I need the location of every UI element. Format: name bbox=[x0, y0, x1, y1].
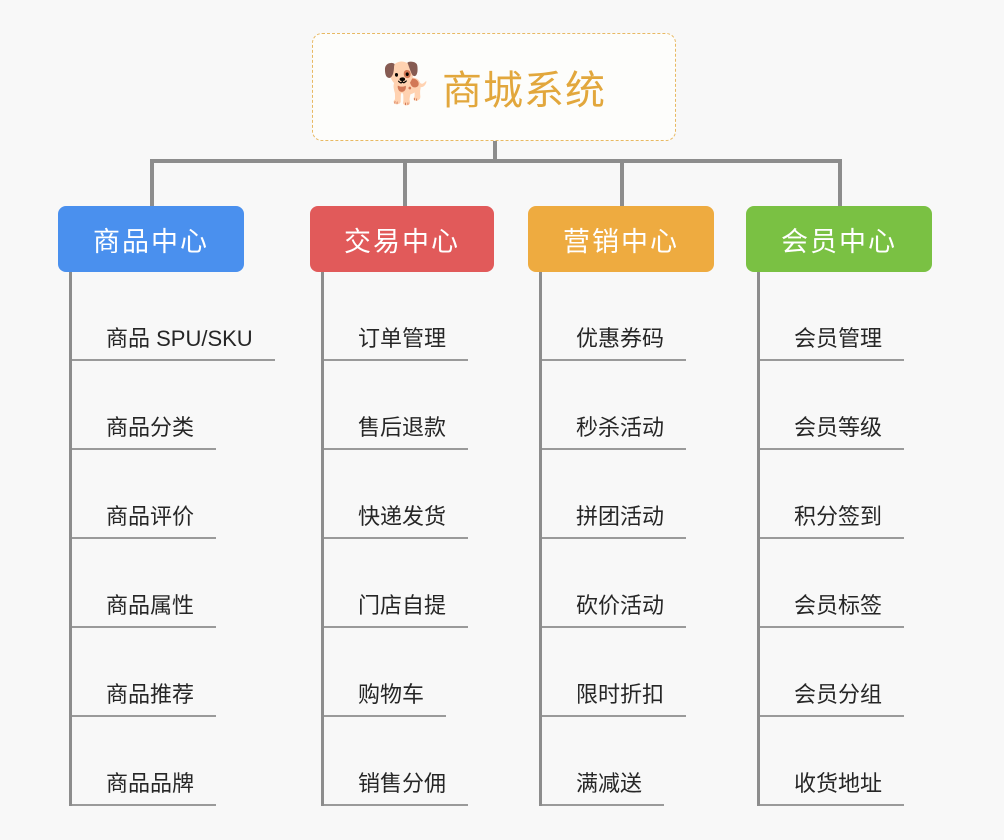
leaf-item[interactable]: 拼团活动 bbox=[542, 450, 714, 539]
leaf-item[interactable]: 会员分组 bbox=[760, 628, 932, 717]
leaf-item-label: 快递发货 bbox=[324, 499, 469, 539]
leaf-item-label: 收货地址 bbox=[760, 766, 905, 806]
leaf-item-label: 会员标签 bbox=[760, 588, 905, 628]
connector-horizontal-bus bbox=[150, 159, 842, 163]
leaf-item[interactable]: 会员管理 bbox=[760, 272, 932, 361]
category-header-product-center[interactable]: 商品中心 bbox=[58, 206, 244, 272]
connector-drop-3 bbox=[620, 159, 624, 206]
leaf-item-label: 商品评价 bbox=[72, 499, 217, 539]
leaf-item[interactable]: 快递发货 bbox=[324, 450, 494, 539]
leaf-item-label: 商品 SPU/SKU bbox=[72, 321, 275, 361]
leaf-item-label: 商品推荐 bbox=[72, 677, 217, 717]
connector-drop-4 bbox=[838, 159, 842, 206]
leaf-item-label: 商品属性 bbox=[72, 588, 217, 628]
leaf-item-label: 优惠券码 bbox=[542, 321, 687, 361]
leaf-item-label: 限时折扣 bbox=[542, 677, 687, 717]
leaf-item[interactable]: 订单管理 bbox=[324, 272, 494, 361]
category-header-trade-center[interactable]: 交易中心 bbox=[310, 206, 494, 272]
leaf-item[interactable]: 限时折扣 bbox=[542, 628, 714, 717]
leaf-item-label: 会员等级 bbox=[760, 410, 905, 450]
leaf-item-label: 会员管理 bbox=[760, 321, 905, 361]
shiba-dog-face-icon: 🐕 bbox=[382, 62, 432, 106]
leaf-item-label: 商品品牌 bbox=[72, 766, 217, 806]
category-title: 交易中心 bbox=[344, 226, 460, 257]
leaf-item[interactable]: 商品属性 bbox=[72, 539, 244, 628]
category-title: 营销中心 bbox=[563, 226, 679, 257]
leaf-item[interactable]: 收货地址 bbox=[760, 717, 932, 806]
root-node[interactable]: 🐕 商城系统 bbox=[312, 33, 676, 141]
category-column-trade-center: 交易中心订单管理售后退款快递发货门店自提购物车销售分佣 bbox=[310, 206, 494, 806]
category-column-product-center: 商品中心商品 SPU/SKU 商品分类商品评价商品属性商品推荐商品品牌 bbox=[58, 206, 275, 806]
leaf-item-label: 砍价活动 bbox=[542, 588, 687, 628]
leaf-item-label: 销售分佣 bbox=[324, 766, 469, 806]
leaf-item[interactable]: 砍价活动 bbox=[542, 539, 714, 628]
connector-drop-1 bbox=[150, 159, 154, 206]
category-column-member-center: 会员中心会员管理会员等级积分签到会员标签会员分组收货地址 bbox=[746, 206, 932, 806]
leaf-item[interactable]: 商品品牌 bbox=[72, 717, 244, 806]
leaf-item[interactable]: 售后退款 bbox=[324, 361, 494, 450]
leaf-item-label: 会员分组 bbox=[760, 677, 905, 717]
leaf-item[interactable]: 满减送 bbox=[542, 717, 714, 806]
category-title: 会员中心 bbox=[781, 226, 897, 257]
leaf-item[interactable]: 商品分类 bbox=[72, 361, 244, 450]
category-header-member-center[interactable]: 会员中心 bbox=[746, 206, 932, 272]
connector-drop-2 bbox=[403, 159, 407, 206]
leaf-list-marketing-center: 优惠券码秒杀活动拼团活动砍价活动限时折扣满减送 bbox=[539, 272, 714, 806]
leaf-item-label: 拼团活动 bbox=[542, 499, 687, 539]
leaf-item[interactable]: 商品评价 bbox=[72, 450, 244, 539]
leaf-item-label: 商品分类 bbox=[72, 410, 217, 450]
leaf-item-label: 订单管理 bbox=[324, 321, 469, 361]
leaf-item[interactable]: 销售分佣 bbox=[324, 717, 494, 806]
leaf-item[interactable]: 会员标签 bbox=[760, 539, 932, 628]
leaf-item[interactable]: 商品 SPU/SKU bbox=[72, 272, 275, 361]
leaf-item-label: 满减送 bbox=[542, 766, 665, 806]
leaf-item-label: 积分签到 bbox=[760, 499, 905, 539]
connector-root-stem bbox=[493, 141, 497, 162]
leaf-item-label: 售后退款 bbox=[324, 410, 469, 450]
leaf-item[interactable]: 秒杀活动 bbox=[542, 361, 714, 450]
category-title: 商品中心 bbox=[93, 226, 209, 257]
leaf-item[interactable]: 购物车 bbox=[324, 628, 494, 717]
leaf-item-label: 购物车 bbox=[324, 677, 447, 717]
leaf-item[interactable]: 积分签到 bbox=[760, 450, 932, 539]
category-header-marketing-center[interactable]: 营销中心 bbox=[528, 206, 714, 272]
leaf-item[interactable]: 优惠券码 bbox=[542, 272, 714, 361]
category-column-marketing-center: 营销中心优惠券码秒杀活动拼团活动砍价活动限时折扣满减送 bbox=[528, 206, 714, 806]
leaf-item-label: 秒杀活动 bbox=[542, 410, 687, 450]
leaf-item[interactable]: 商品推荐 bbox=[72, 628, 244, 717]
leaf-list-member-center: 会员管理会员等级积分签到会员标签会员分组收货地址 bbox=[757, 272, 932, 806]
leaf-list-trade-center: 订单管理售后退款快递发货门店自提购物车销售分佣 bbox=[321, 272, 494, 806]
leaf-item[interactable]: 门店自提 bbox=[324, 539, 494, 628]
leaf-list-product-center: 商品 SPU/SKU 商品分类商品评价商品属性商品推荐商品品牌 bbox=[69, 272, 275, 806]
leaf-item-label: 门店自提 bbox=[324, 588, 469, 628]
leaf-item[interactable]: 会员等级 bbox=[760, 361, 932, 450]
root-title: 商城系统 bbox=[442, 69, 606, 113]
